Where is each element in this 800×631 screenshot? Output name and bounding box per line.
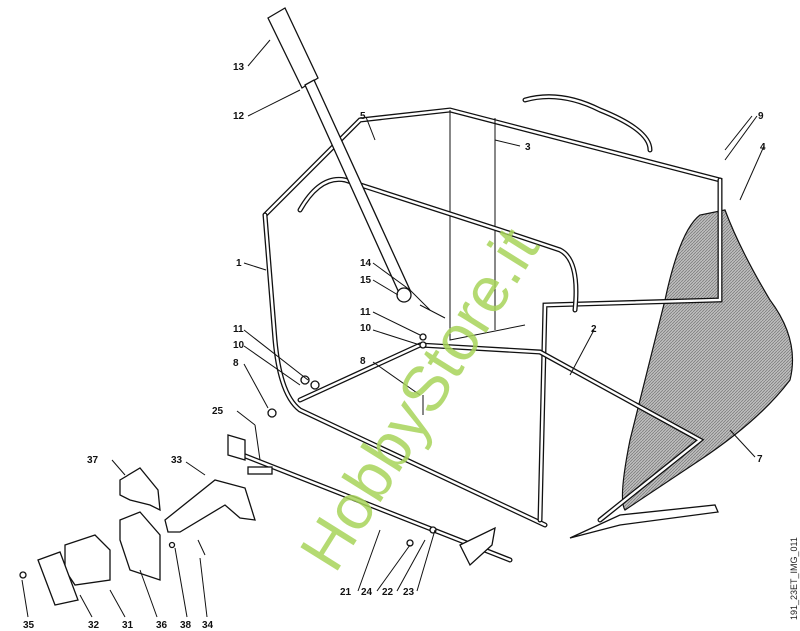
label-32: 32	[88, 620, 100, 631]
label-2: 2	[591, 324, 597, 335]
label-8b: 8	[360, 356, 366, 367]
label-15: 15	[360, 275, 372, 286]
label-7: 7	[757, 454, 763, 465]
label-9: 9	[758, 111, 764, 122]
label-35: 35	[23, 620, 35, 631]
label-24: 24	[361, 587, 373, 598]
rod-plate	[227, 434, 246, 461]
spring	[254, 424, 261, 461]
label-33: 33	[171, 455, 183, 466]
label-1: 1	[236, 258, 242, 269]
label-4: 4	[760, 142, 766, 153]
label-23: 23	[403, 587, 415, 598]
label-5: 5	[360, 111, 366, 122]
image-code: 191_23ET_IMG_011	[789, 537, 799, 620]
bag-strap	[569, 504, 719, 539]
leader-lines	[21, 39, 765, 618]
label-8a: 8	[233, 358, 239, 369]
label-38: 38	[180, 620, 192, 631]
label-34: 34	[202, 620, 214, 631]
label-11b: 11	[360, 307, 371, 318]
fasteners	[267, 333, 437, 547]
rod-bracket	[459, 526, 496, 567]
label-13: 13	[233, 62, 245, 73]
label-22: 22	[382, 587, 394, 598]
clip	[247, 466, 273, 475]
lever	[267, 7, 446, 319]
label-36: 36	[156, 620, 168, 631]
grass-bag	[621, 209, 794, 511]
label-12: 12	[233, 111, 245, 122]
label-10a: 10	[233, 340, 245, 351]
lower-frame	[297, 342, 705, 523]
back-panel	[449, 110, 526, 341]
label-25: 25	[212, 406, 224, 417]
label-21: 21	[340, 587, 352, 598]
label-31: 31	[122, 620, 134, 631]
latch-assembly	[19, 467, 256, 606]
part-number-labels: 13 12 5 3 9 4 1 14 15 11 10 8 2 11 10 8 …	[23, 62, 766, 631]
label-10b: 10	[360, 323, 372, 334]
label-11a: 11	[233, 324, 244, 335]
label-37: 37	[87, 455, 99, 466]
label-14: 14	[360, 258, 372, 269]
label-3: 3	[525, 142, 531, 153]
